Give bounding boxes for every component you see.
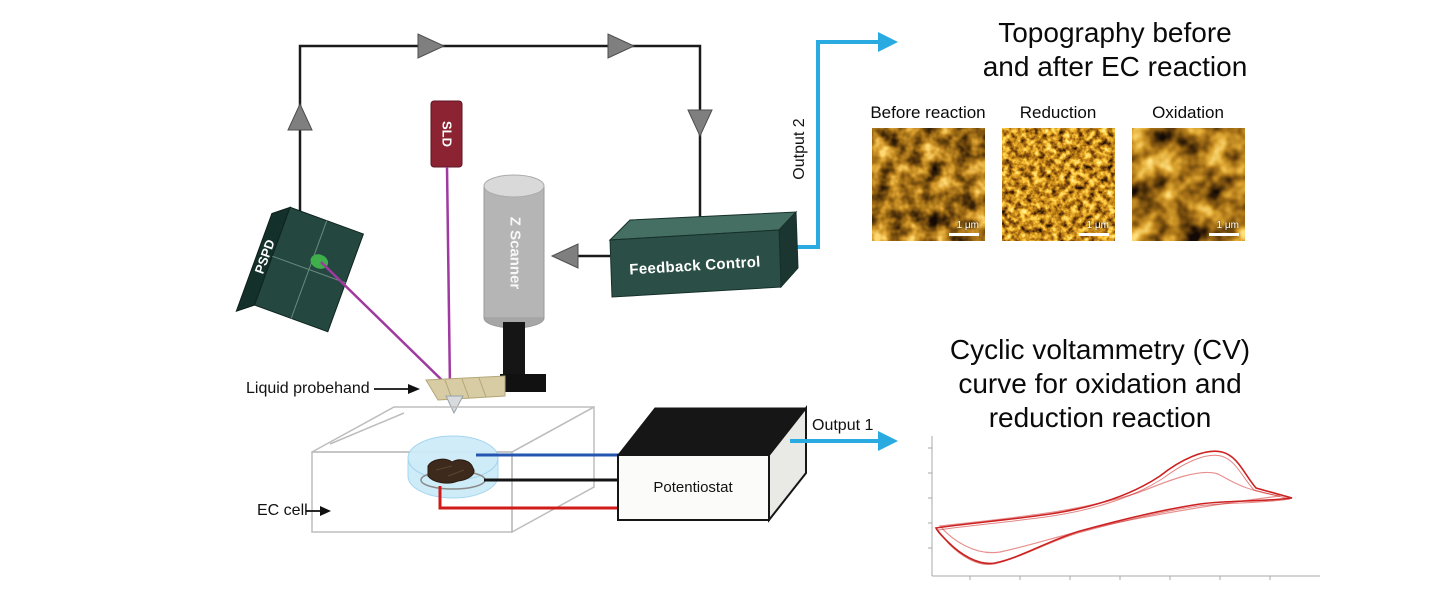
cv-title-line2: curve for oxidation and [958,368,1242,399]
cv-plot [928,436,1320,580]
topography-title-line1: Topography before [998,17,1232,48]
afm-label-oxidation: Oxidation [1152,103,1224,122]
output1-label: Output 1 [812,417,874,434]
sld-label: SLD [440,121,455,147]
probehand-pointer-arrow [374,384,420,394]
arrow-right-icon [408,384,420,394]
sample-specimen [427,458,475,484]
scalebar-line [949,233,979,236]
feedback-to-scanner-arrow [550,243,610,269]
arrow-right-icon [417,33,446,59]
arrow-right-icon [320,506,331,516]
ec-cell-label: EC cell [257,502,308,519]
laser-beam [320,166,452,389]
sld-source: SLD [430,100,463,168]
cv-curves [934,450,1293,565]
probe-holder [425,375,506,415]
probehand-label: Liquid probehand [246,380,370,397]
electrolyte-droplet [407,435,499,499]
pspd-detector: PSPD [235,206,365,333]
scalebar-label: 1 μm [956,220,979,231]
cv-axes [928,436,1320,580]
afm-label-reduction: Reduction [1019,103,1097,122]
arrow-down-icon [687,109,713,138]
wire-red [438,486,620,510]
cv-cycle-outer-repeat [937,454,1291,565]
cv-cycle-outer [934,450,1293,565]
arrow-right-icon [607,33,636,59]
arrow-right-icon [878,431,898,451]
afm-image-oxidation: 1 μm [1132,128,1245,241]
cantilever-tip [445,395,464,415]
electrode-wires [438,453,620,510]
z-scanner-label: Z Scanner [507,217,524,290]
scalebar: 1 μm [949,220,979,236]
z-scanner: Z Scanner [483,174,546,392]
cv-title: Cyclic voltammetry (CV) curve for oxidat… [885,333,1315,435]
arrow-left-icon [550,243,579,269]
scalebar: 1 μm [1079,220,1109,236]
arrow-right-icon [878,32,898,52]
cv-title-line1: Cyclic voltammetry (CV) [949,334,1251,365]
cv-cycle-inner [938,471,1281,554]
scalebar: 1 μm [1209,220,1239,236]
afm-image-before: 1 μm [872,128,985,241]
signal-path-top [287,33,713,226]
afm-label-before: Before reaction [870,103,986,122]
scalebar-label: 1 μm [1086,220,1109,231]
afm-image-reduction: 1 μm [1002,128,1115,241]
potentiostat-label: Potentiostat [653,479,733,496]
scalebar-line [1079,233,1109,236]
topography-title-line2: and after EC reaction [982,51,1248,82]
cv-title-line3: reduction reaction [988,402,1212,433]
output2-label: Output 2 [791,118,808,180]
scalebar-line [1209,233,1239,236]
arrow-up-icon [287,102,313,131]
potentiostat-box: Potentiostat [616,405,808,523]
output1-arrow [790,431,898,451]
topography-title: Topography before and after EC reaction [905,16,1325,84]
ec-cell-pointer-arrow [306,506,331,516]
feedback-control-box: Feedback Control [608,210,799,298]
scalebar-label: 1 μm [1216,220,1239,231]
